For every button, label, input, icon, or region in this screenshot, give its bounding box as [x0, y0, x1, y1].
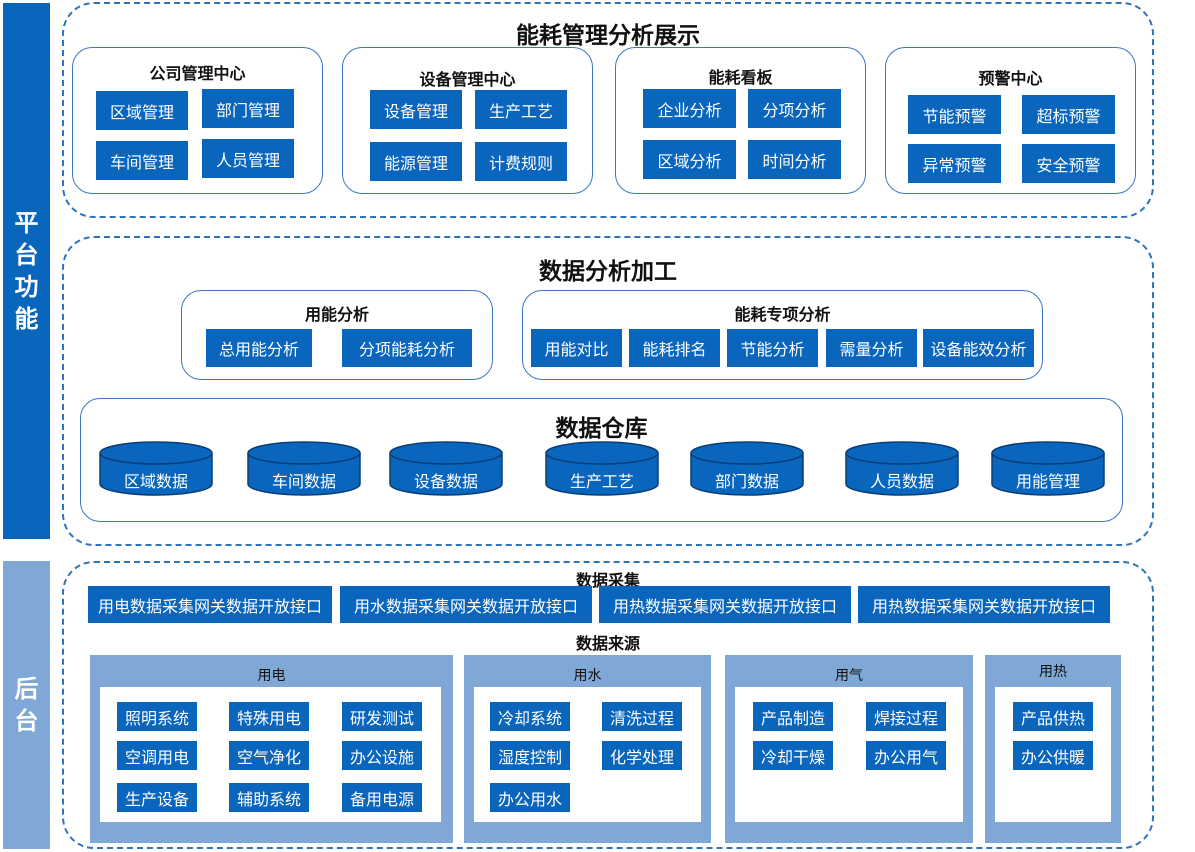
database-icon: [99, 441, 213, 496]
backend-label: 后台: [3, 561, 50, 849]
database-icon: [690, 441, 804, 496]
equipment-data-cylinder: 设备数据: [389, 440, 503, 496]
over-limit-warning-button[interactable]: 超标预警: [1022, 95, 1115, 134]
lighting-system-button[interactable]: 照明系统: [117, 702, 197, 731]
air-purification-button[interactable]: 空气净化: [229, 741, 309, 770]
itemized-consumption-analysis-button[interactable]: 分项能耗分析: [342, 329, 472, 367]
humidity-control-button[interactable]: 湿度控制: [490, 741, 570, 770]
panel-title: 预警中心: [978, 69, 1043, 88]
cylinder-label: 生产工艺: [569, 472, 634, 491]
personnel-management-button[interactable]: 人员管理: [202, 139, 294, 178]
saving-analysis-button[interactable]: 节能分析: [727, 329, 818, 367]
display-section: 能耗管理分析展示: [62, 2, 1154, 218]
data-collection-title: 数据采集: [575, 571, 640, 590]
office-facilities-button[interactable]: 办公设施: [342, 741, 422, 770]
chemical-treatment-button[interactable]: 化学处理: [602, 741, 682, 770]
workshop-data-cylinder: 车间数据: [247, 440, 361, 496]
water-interface-button[interactable]: 用水数据采集网关数据开放接口: [340, 586, 592, 623]
air-conditioning-button[interactable]: 空调用电: [117, 741, 197, 770]
office-water-button[interactable]: 办公用水: [490, 783, 570, 812]
product-manufacturing-button[interactable]: 产品制造: [753, 702, 833, 731]
department-data-cylinder: 部门数据: [690, 440, 804, 496]
electricity-interface-button[interactable]: 用电数据采集网关数据开放接口: [88, 586, 332, 623]
database-icon: [247, 441, 361, 496]
cooling-system-button[interactable]: 冷却系统: [490, 702, 570, 731]
analysis-title: 数据分析加工: [539, 259, 677, 285]
backend-section: 数据采集 数据来源: [62, 561, 1154, 849]
time-analysis-button[interactable]: 时间分析: [748, 140, 841, 179]
demand-analysis-button[interactable]: 需量分析: [826, 329, 917, 367]
consumption-ranking-button[interactable]: 能耗排名: [629, 329, 720, 367]
region-analysis-button[interactable]: 区域分析: [643, 140, 736, 179]
equipment-center-panel: 设备管理中心 设备管理 生产工艺 能源管理 计费规则: [342, 47, 593, 194]
office-gas-button[interactable]: 办公用气: [866, 741, 946, 770]
display-title: 能耗管理分析展示: [516, 23, 700, 49]
office-heating-button[interactable]: 办公供暖: [1013, 741, 1093, 770]
database-icon: [991, 441, 1105, 496]
production-process-button[interactable]: 生产工艺: [475, 90, 567, 129]
group-title: 用气: [835, 668, 863, 684]
heat-interface-button[interactable]: 用热数据采集网关数据开放接口: [599, 586, 851, 623]
panel-title: 用能分析: [304, 305, 369, 324]
total-usage-analysis-button[interactable]: 总用能分析: [206, 329, 312, 367]
platform-function-label: 平台功能: [3, 3, 50, 539]
panel-title: 能耗专项分析: [734, 305, 831, 324]
equipment-management-button[interactable]: 设备管理: [370, 90, 462, 129]
itemized-analysis-button[interactable]: 分项分析: [748, 89, 841, 128]
panel-title: 公司管理中心: [149, 64, 246, 83]
analysis-section: 数据分析加工: [62, 236, 1154, 546]
backup-power-button[interactable]: 备用电源: [342, 783, 422, 812]
energy-saving-warning-button[interactable]: 节能预警: [908, 95, 1001, 134]
department-management-button[interactable]: 部门管理: [202, 89, 294, 128]
data-source-title: 数据来源: [575, 634, 640, 653]
usage-analysis-panel: 用能分析 总用能分析 分项能耗分析: [181, 290, 493, 380]
panel-title: 能耗看板: [708, 68, 773, 87]
billing-rules-button[interactable]: 计费规则: [475, 142, 567, 181]
region-management-button[interactable]: 区域管理: [96, 91, 188, 130]
cylinder-label: 人员数据: [869, 472, 934, 491]
cleaning-process-button[interactable]: 清洗过程: [602, 702, 682, 731]
energy-dashboard-panel: 能耗看板 企业分析 分项分析 区域分析 时间分析: [615, 47, 866, 194]
special-power-button[interactable]: 特殊用电: [229, 702, 309, 731]
welding-process-button[interactable]: 焊接过程: [866, 702, 946, 731]
workshop-management-button[interactable]: 车间管理: [96, 141, 188, 180]
special-analysis-panel: 能耗专项分析 用能对比 能耗排名 节能分析 需量分析 设备能效分析: [522, 290, 1043, 380]
region-data-cylinder: 区域数据: [99, 440, 213, 496]
warning-center-panel: 预警中心 节能预警 超标预警 异常预警 安全预警: [885, 47, 1136, 194]
cylinder-label: 车间数据: [271, 472, 336, 491]
cylinder-label: 部门数据: [714, 472, 779, 491]
heat-interface-button-2[interactable]: 用热数据采集网关数据开放接口: [858, 586, 1110, 623]
equipment-efficiency-analysis-button[interactable]: 设备能效分析: [923, 329, 1034, 367]
auxiliary-system-button[interactable]: 辅助系统: [229, 783, 309, 812]
personnel-data-cylinder: 人员数据: [845, 440, 959, 496]
warehouse-title: 数据仓库: [555, 416, 648, 442]
database-icon: [545, 441, 659, 496]
energy-management-button[interactable]: 能源管理: [370, 142, 462, 181]
database-icon: [389, 441, 503, 496]
usage-comparison-button[interactable]: 用能对比: [531, 329, 622, 367]
production-equipment-button[interactable]: 生产设备: [117, 783, 197, 812]
database-icon: [845, 441, 959, 496]
company-center-panel: 公司管理中心 区域管理 部门管理 车间管理 人员管理: [72, 47, 323, 194]
group-title: 用水: [573, 668, 602, 684]
enterprise-analysis-button[interactable]: 企业分析: [643, 89, 736, 128]
group-title: 用热: [1039, 664, 1067, 680]
rd-testing-button[interactable]: 研发测试: [342, 702, 422, 731]
cylinder-label: 区域数据: [123, 472, 188, 491]
production-process-cylinder: 生产工艺: [545, 440, 659, 496]
panel-title: 设备管理中心: [419, 70, 516, 89]
product-heating-button[interactable]: 产品供热: [1013, 702, 1093, 731]
energy-management-cylinder: 用能管理: [991, 440, 1105, 496]
cooling-drying-button[interactable]: 冷却干燥: [753, 741, 833, 770]
cylinder-label: 用能管理: [1015, 472, 1080, 491]
cylinder-label: 设备数据: [413, 472, 478, 491]
abnormal-warning-button[interactable]: 异常预警: [908, 144, 1001, 183]
group-title: 用电: [257, 668, 286, 684]
safety-warning-button[interactable]: 安全预警: [1022, 144, 1115, 183]
